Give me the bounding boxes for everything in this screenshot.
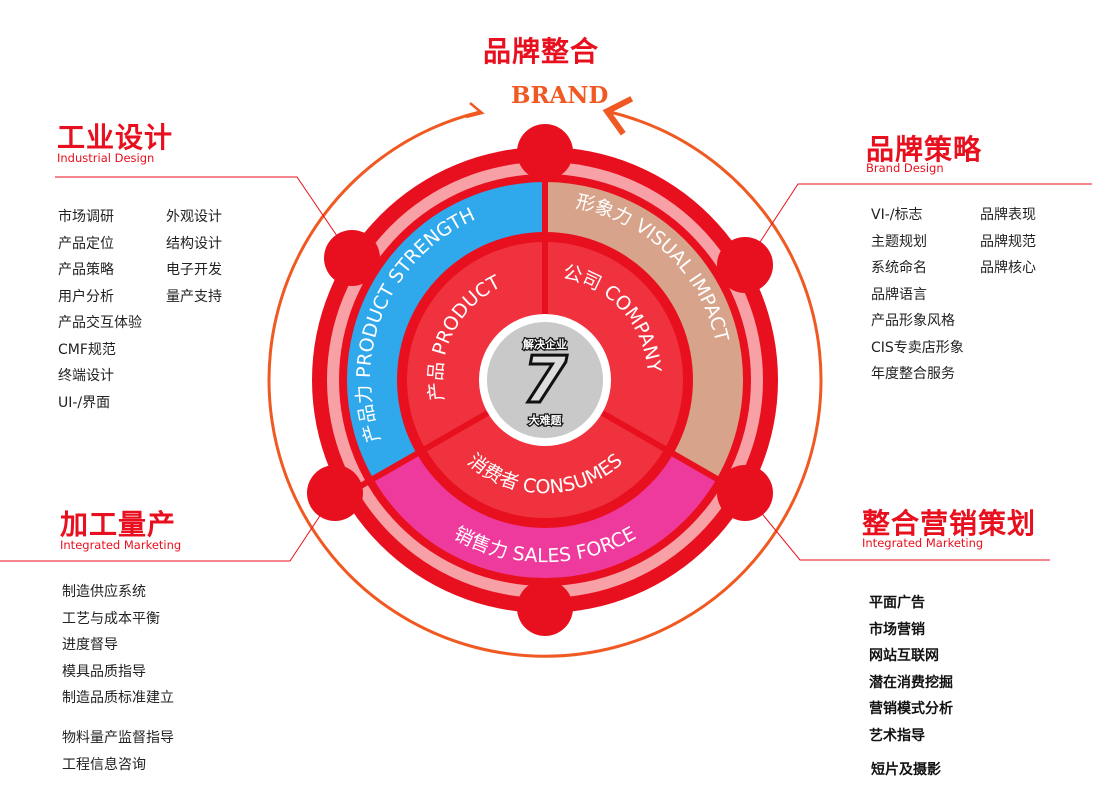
list-item: 市场调研 — [58, 209, 114, 225]
industrial-subtitle: Industrial Design — [57, 151, 155, 165]
list-item: 电子开发 — [166, 262, 222, 278]
production-list: 制造供应系统工艺与成本平衡进度督导模具品质指导制造品质标准建立 — [62, 579, 174, 712]
center-number: 7 — [523, 344, 568, 418]
industrial-col1: 市场调研产品定位产品策略用户分析产品交互体验 CMF规范终端设计 UI-/界面 — [58, 204, 142, 416]
list-item: 品牌表现 — [980, 207, 1036, 223]
list-item: 品牌语言 — [871, 286, 927, 303]
list-item: CMF规范 — [58, 341, 116, 358]
list-item: 结构设计 — [166, 235, 222, 252]
marketing-subtitle: Integrated Marketing — [862, 536, 984, 550]
list-item: 制造品质标准建立 — [62, 690, 174, 706]
list-item: 产品策略 — [58, 262, 114, 278]
leader-lines — [0, 176, 1092, 562]
list-item: 品牌核心 — [980, 260, 1036, 276]
brand-strategy-subtitle: Brand Design — [866, 161, 944, 175]
arrow-left — [465, 102, 485, 119]
list-item: 网站互联网 — [869, 648, 939, 664]
industrial-title: 工业设计 — [57, 121, 174, 154]
marketing-title: 整合营销策划 — [862, 507, 1037, 540]
list-item: CIS专卖店形象 — [871, 339, 964, 356]
marketing-list-2: 短片及摄影 — [871, 757, 941, 784]
production-subtitle: Integrated Marketing — [60, 538, 182, 552]
brand-strategy-title: 品牌策略 — [866, 133, 983, 166]
list-item: 工程信息咨询 — [62, 756, 146, 773]
list-item: 短片及摄影 — [871, 762, 941, 778]
list-item: 主题规划 — [871, 233, 927, 250]
list-item: 平面广告 — [869, 595, 925, 611]
industrial-col2: 外观设计结构设计电子开发量产支持 — [166, 204, 222, 310]
list-item: 系统命名 — [871, 260, 927, 276]
list-item: 终端设计 — [58, 368, 114, 384]
list-item: 市场营销 — [869, 621, 925, 638]
brand-strategy-col1: VI-/标志主题规划系统命名品牌语言产品形象风格 CIS专卖店形象年度整合服务 — [871, 202, 964, 388]
top-title: 品牌整合 — [483, 35, 600, 68]
list-item: 品牌规范 — [980, 233, 1036, 250]
list-item: 年度整合服务 — [871, 366, 955, 382]
marketing-list: 平面广告市场营销网站互联网潜在消费挖掘营销模式分析艺术指导 — [869, 590, 953, 749]
list-item: 物料量产监督指导 — [62, 730, 174, 746]
list-item: 产品形象风格 — [871, 313, 955, 329]
list-item: UI-/界面 — [58, 394, 111, 411]
list-item: 产品交互体验 — [58, 315, 142, 331]
list-item: 量产支持 — [166, 288, 222, 305]
list-item: 工艺与成本平衡 — [62, 610, 160, 627]
center-text-right: 大难题 — [529, 413, 563, 427]
node-dots — [307, 124, 773, 636]
center-text-left: 解决企业 — [523, 337, 567, 351]
list-item: VI-/标志 — [871, 207, 923, 223]
list-item: 用户分析 — [58, 288, 114, 305]
list-item: 产品定位 — [58, 235, 114, 252]
brand-strategy-col2: 品牌表现品牌规范品牌核心 — [980, 202, 1036, 282]
production-list-2: 物料量产监督指导工程信息咨询 — [62, 725, 174, 778]
list-item: 潜在消费挖掘 — [869, 674, 953, 691]
list-item: 外观设计 — [166, 209, 222, 225]
list-item: 进度督导 — [62, 637, 118, 653]
center-disc — [487, 322, 603, 438]
brand-label: BRAND — [511, 82, 609, 109]
list-item: 制造供应系统 — [62, 584, 146, 600]
production-title: 加工量产 — [60, 508, 177, 541]
list-item: 模具品质指导 — [62, 663, 146, 680]
list-item: 营销模式分析 — [869, 701, 953, 717]
orange-arc — [267, 96, 823, 658]
list-item: 艺术指导 — [869, 727, 925, 744]
